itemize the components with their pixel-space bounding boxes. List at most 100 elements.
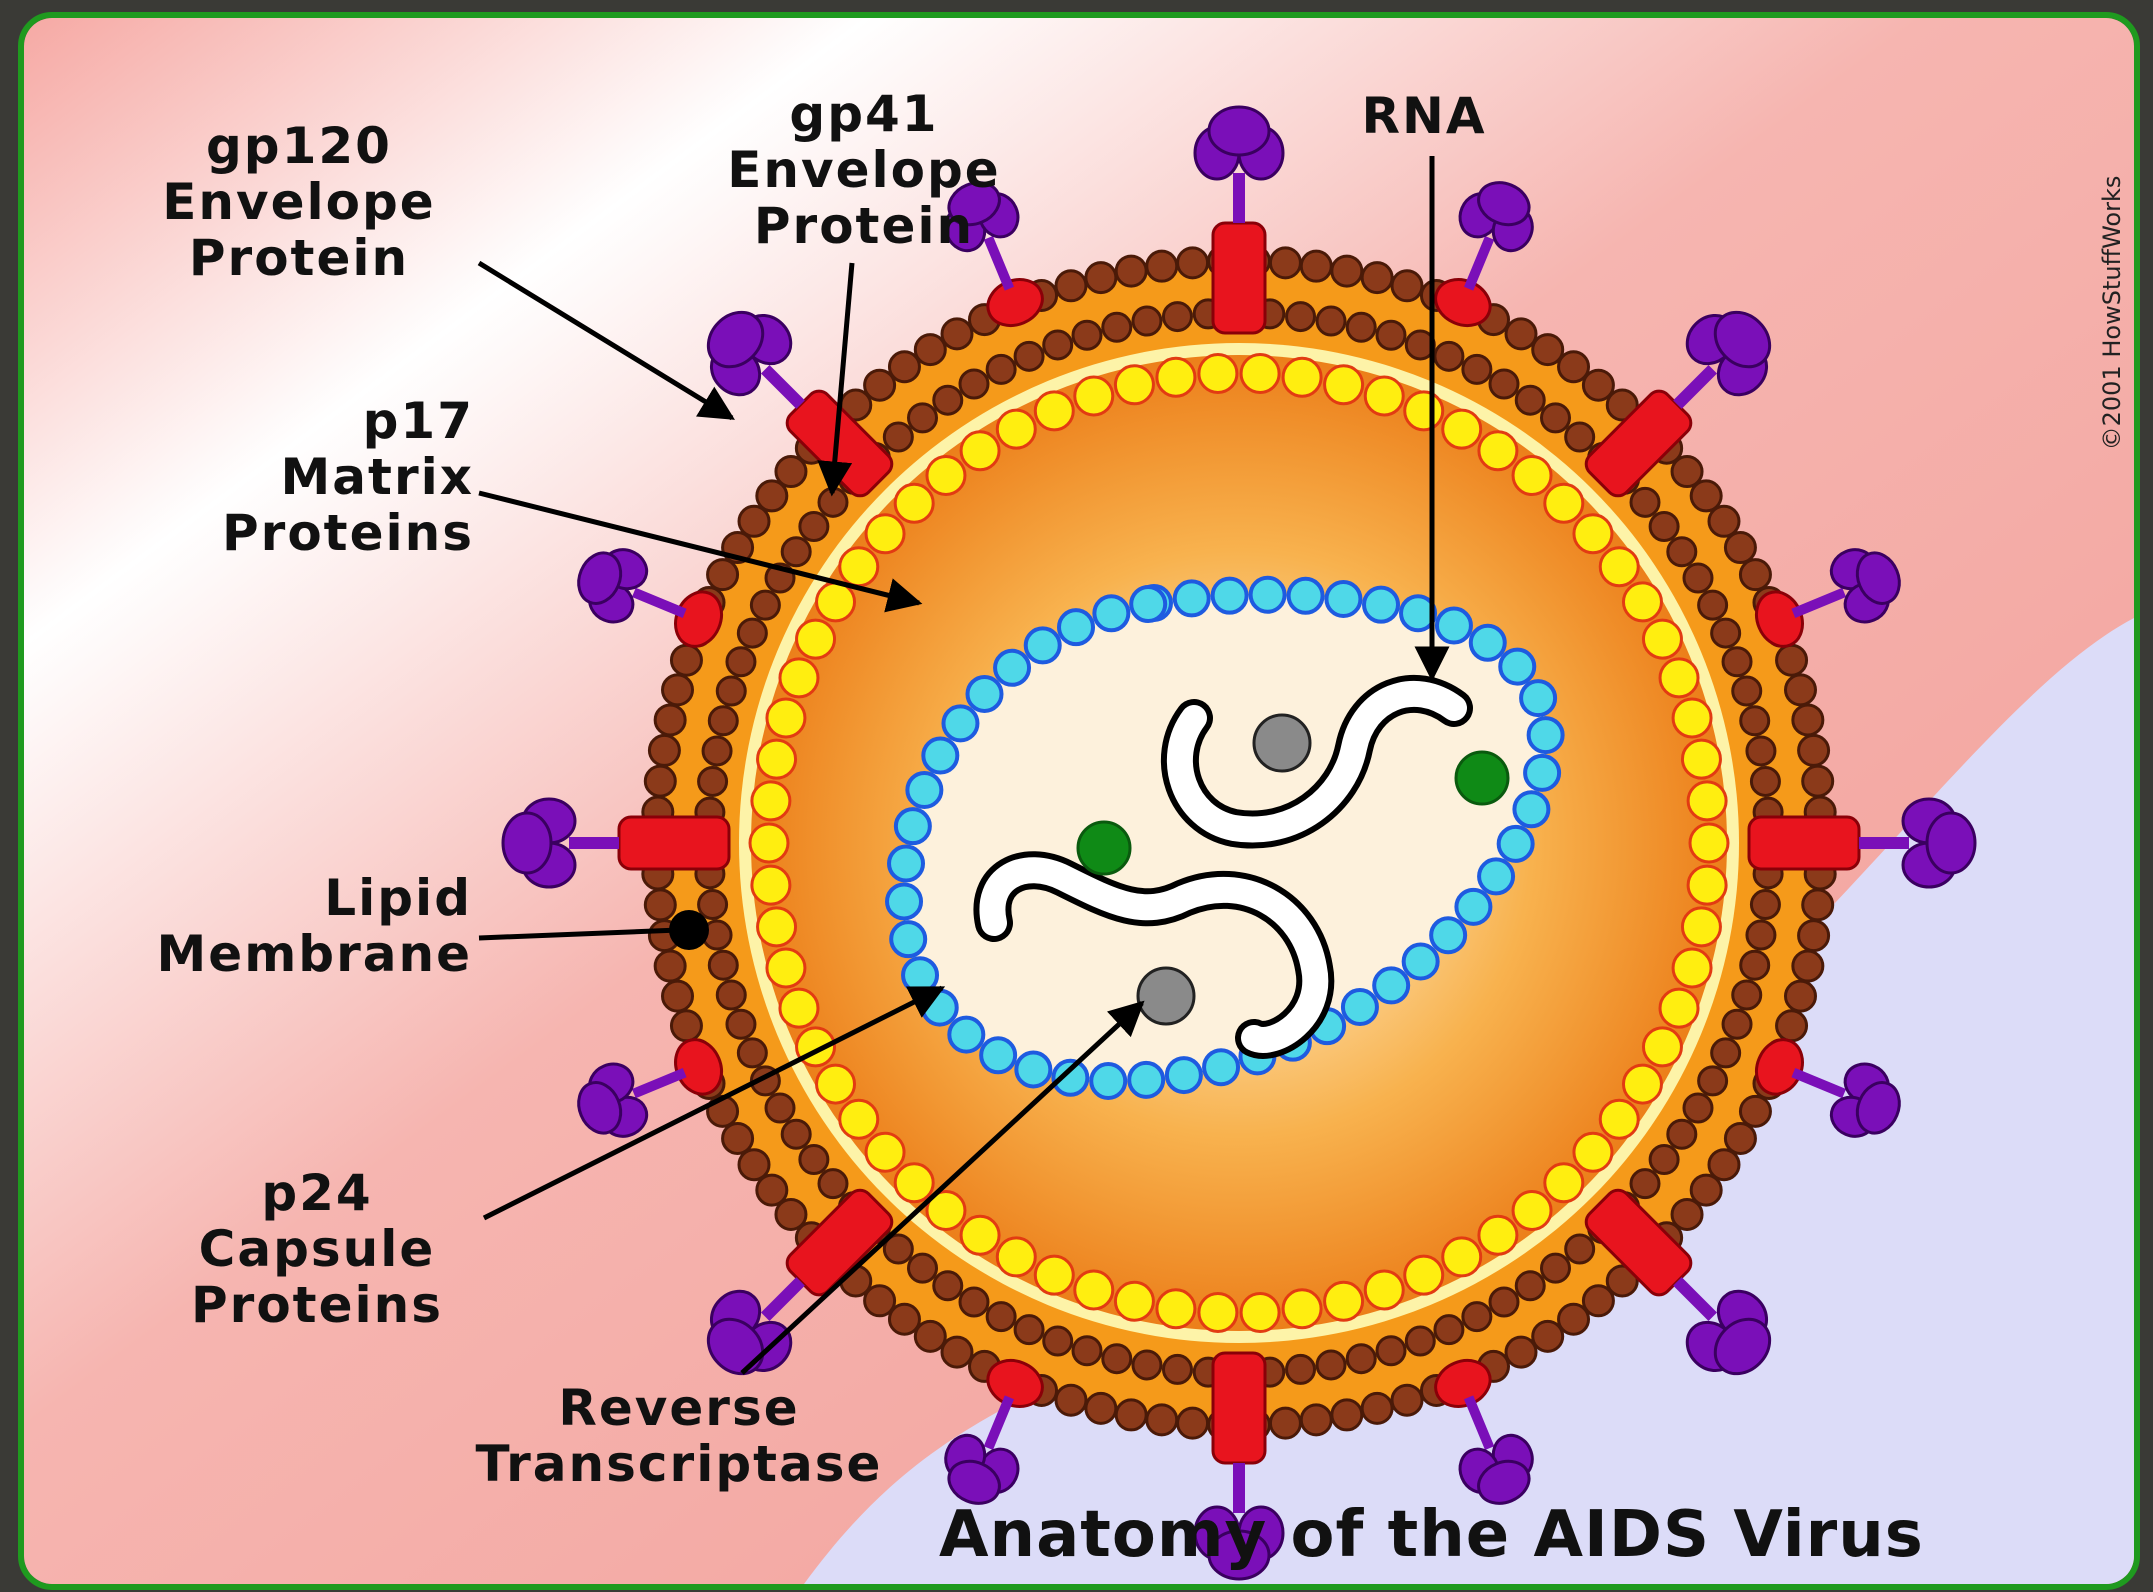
lipid-bead xyxy=(1345,311,1377,343)
lipid-bead xyxy=(798,1143,830,1175)
lipid-bead xyxy=(1721,1008,1753,1040)
matrix-protein-bead xyxy=(1572,513,1614,555)
matrix-protein-bead xyxy=(748,822,790,864)
lipid-bead xyxy=(1433,340,1465,372)
lipid-bead xyxy=(721,1121,755,1155)
matrix-protein-bead xyxy=(1363,1269,1405,1311)
matrix-protein-bead xyxy=(1197,1292,1239,1334)
capsid-protein-bead xyxy=(893,807,932,846)
lipid-bead xyxy=(1042,329,1074,361)
lipid-bead xyxy=(985,353,1017,385)
lipid-bead xyxy=(725,1008,757,1040)
gp120-knob xyxy=(1713,310,1772,369)
lipid-bead xyxy=(736,617,768,649)
lipid-bead xyxy=(1330,1398,1364,1432)
lipid-bead xyxy=(1745,735,1777,767)
gp120-knob xyxy=(1925,811,1977,875)
capsid-protein-bead xyxy=(887,844,926,883)
gp120-connector xyxy=(1673,1277,1718,1322)
matrix-protein-bead xyxy=(1155,356,1197,398)
capsid-protein-bead xyxy=(1248,575,1287,614)
lipid-bead xyxy=(1666,1118,1698,1150)
capsid-protein-bead xyxy=(889,920,928,959)
lipid-bead xyxy=(1504,1335,1538,1369)
lipid-bead xyxy=(1514,1270,1546,1302)
matrix-protein-bead xyxy=(778,657,820,699)
lipid-bead xyxy=(932,1270,964,1302)
lipid-bead xyxy=(697,889,729,921)
gp120-knob xyxy=(1713,1317,1772,1376)
lipid-bead xyxy=(1557,350,1591,384)
lipid-bead xyxy=(774,455,808,489)
lipid-bead xyxy=(697,765,729,797)
lipid-bead xyxy=(755,1173,789,1207)
lipid-bead xyxy=(669,643,703,677)
capsid-protein-bead xyxy=(947,1015,986,1054)
capsid-protein-bead xyxy=(1089,1061,1128,1100)
envelope-spike-small xyxy=(1434,181,1534,328)
lipid-bead xyxy=(1648,1143,1680,1175)
lipid-bead xyxy=(647,733,681,767)
lipid-bead xyxy=(755,479,789,513)
lipid-bead xyxy=(737,1148,771,1182)
lipid-bead xyxy=(707,949,739,981)
lipid-bead xyxy=(1084,1391,1118,1425)
capsid-protein-bead xyxy=(1014,1050,1053,1089)
capsid-protein-bead xyxy=(965,674,1004,713)
lipid-bead xyxy=(1723,531,1757,565)
lipid-bead xyxy=(669,1009,703,1043)
gp120-knob xyxy=(1477,1459,1531,1505)
green-protein-dot xyxy=(1454,750,1510,806)
reverse-transcriptase-dot xyxy=(1136,966,1196,1026)
lipid-bead xyxy=(1648,511,1680,543)
lipid-bead xyxy=(1775,643,1809,677)
lipid-bead xyxy=(1682,1092,1714,1124)
lipid-bead xyxy=(715,675,747,707)
capsid-protein-bead xyxy=(1202,1048,1241,1087)
matrix-protein-bead xyxy=(995,1236,1037,1278)
matrix-protein-bead xyxy=(1680,738,1722,780)
gp120-connector xyxy=(1673,364,1718,409)
lipid-bead xyxy=(1375,1335,1407,1367)
lipid-bead xyxy=(736,1037,768,1069)
matrix-protein-bead xyxy=(765,947,807,989)
gp41-stem xyxy=(617,815,731,871)
lipid-bead xyxy=(932,384,964,416)
lipid-bead xyxy=(1013,340,1045,372)
lipid-bead xyxy=(1330,254,1364,288)
gp120-knob xyxy=(1477,181,1531,227)
lipid-bead xyxy=(1666,536,1698,568)
lipid-bead xyxy=(1581,1284,1615,1318)
green-protein-dot xyxy=(1076,820,1132,876)
arrow-gp120 xyxy=(477,260,735,421)
p17-matrix-ring xyxy=(748,352,1730,1334)
envelope-spike xyxy=(501,797,731,889)
lipid-bead xyxy=(1504,317,1538,351)
envelope-spike xyxy=(1584,1188,1772,1376)
capsid-protein-bead xyxy=(1051,1058,1090,1097)
envelope-spike xyxy=(1193,105,1285,335)
lipid-bead xyxy=(737,504,771,538)
capsid-protein-bead xyxy=(1496,824,1535,863)
matrix-protein-bead xyxy=(1033,1254,1075,1296)
lipid-bead xyxy=(1564,421,1596,453)
matrix-protein-bead xyxy=(1197,352,1239,394)
matrix-protein-bead xyxy=(925,1189,967,1231)
lipid-bead xyxy=(1682,562,1714,594)
lipid-bead xyxy=(1488,1286,1520,1318)
lipid-bead xyxy=(1145,1403,1179,1437)
lipid-bead xyxy=(643,764,677,798)
lipid-bead xyxy=(1697,589,1729,621)
lipid-bead xyxy=(1013,1314,1045,1346)
lipid-bead xyxy=(1131,305,1163,337)
lipid-bead xyxy=(1557,1302,1591,1336)
matrix-protein-bead xyxy=(815,1063,857,1105)
matrix-protein-bead xyxy=(1323,364,1365,406)
gp120-connector xyxy=(760,364,805,409)
envelope-spike-small xyxy=(944,1358,1044,1505)
matrix-protein-bead xyxy=(1403,1254,1445,1296)
lipid-bead xyxy=(887,1302,921,1336)
capsid-protein-bead xyxy=(1092,594,1131,633)
